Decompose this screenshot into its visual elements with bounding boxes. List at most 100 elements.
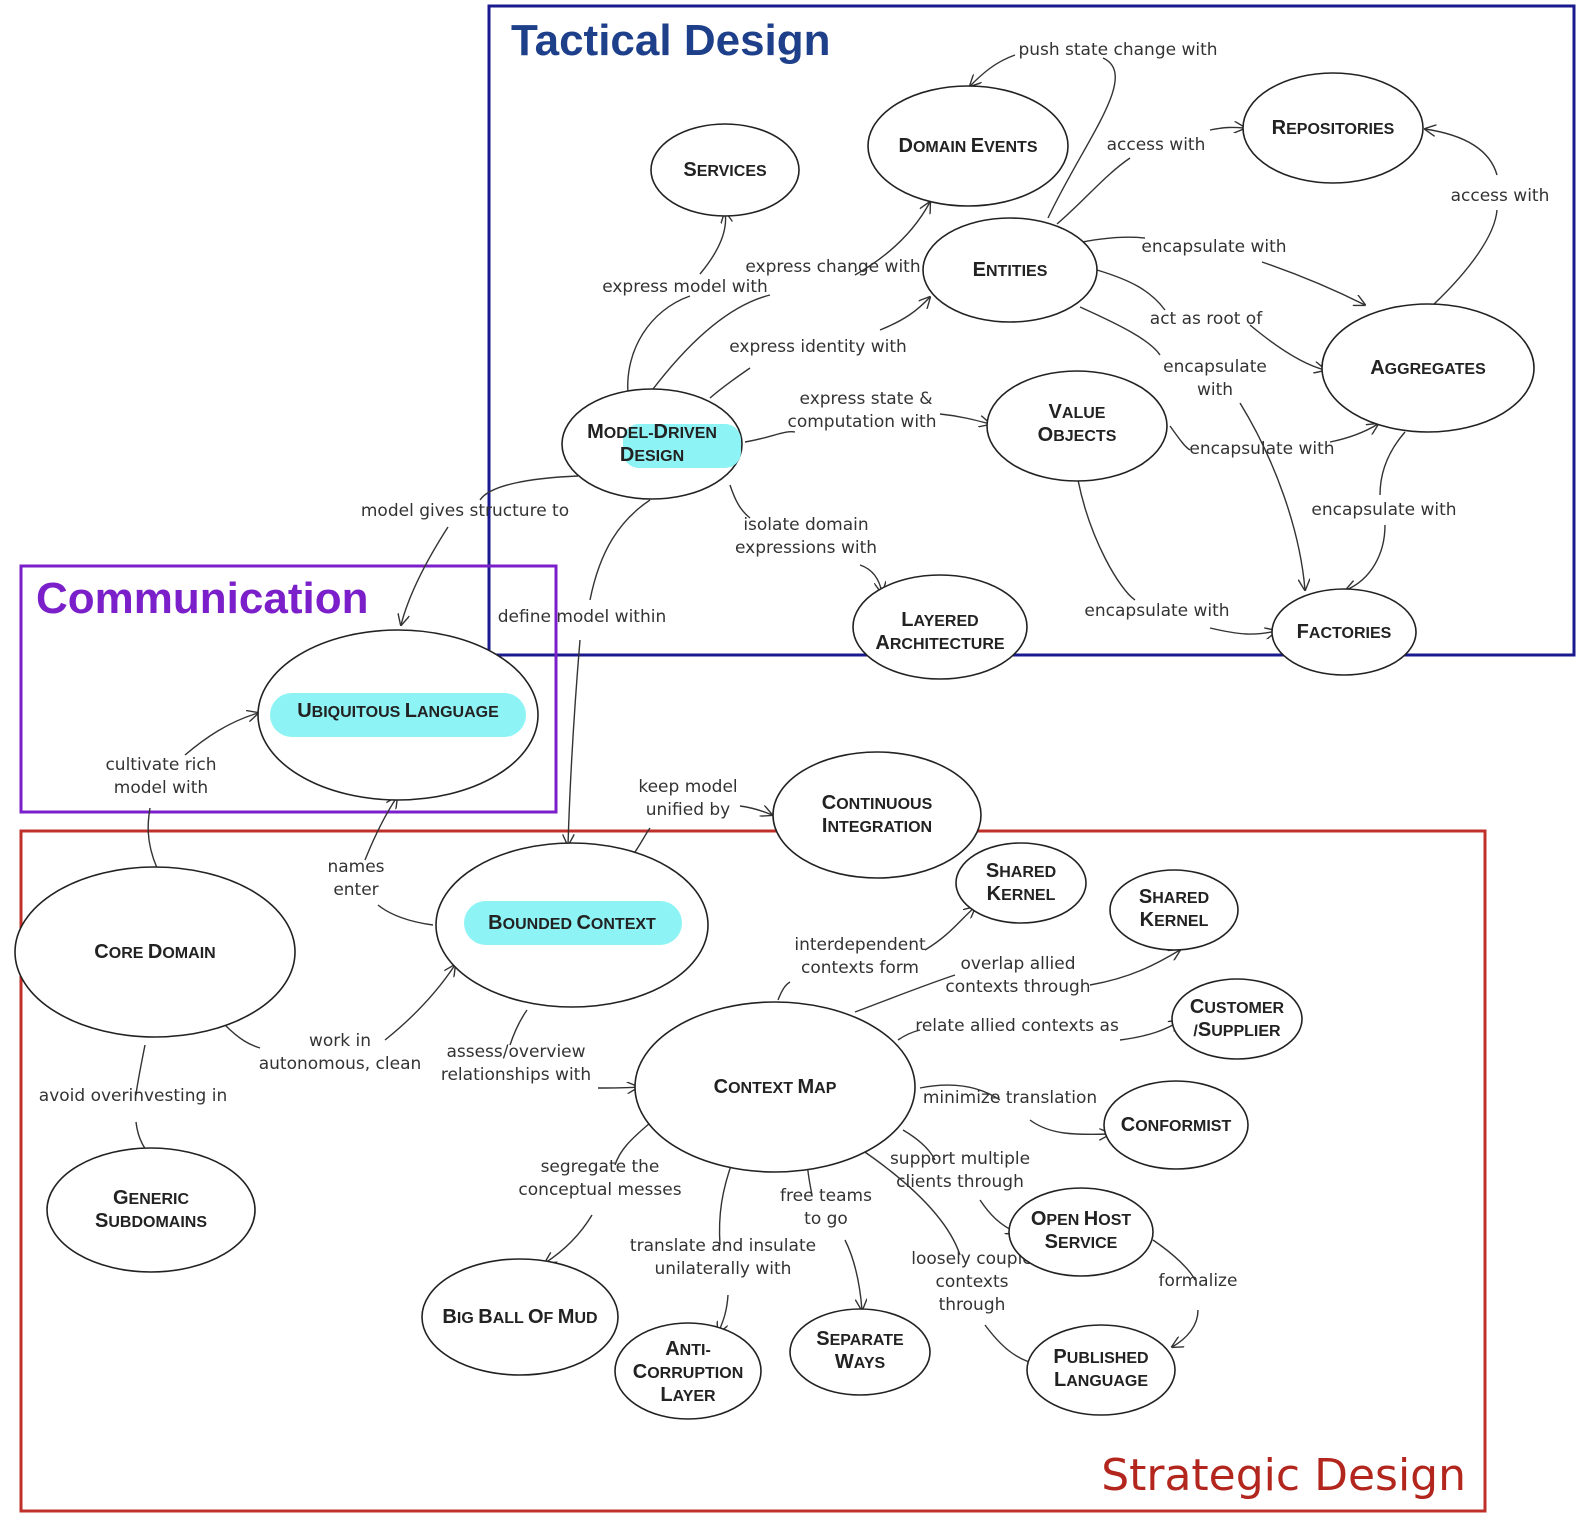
label-names-enter-line1: names	[327, 857, 384, 877]
label-express-change: express change with	[745, 257, 920, 277]
highlight-model-driven-design	[623, 424, 741, 468]
strategic-design-region	[19, 829, 1487, 1513]
edge-encapsulate-vo-factories	[1077, 479, 1136, 601]
label-segregate-line1: segregate the	[541, 1157, 660, 1177]
label-keep-model-line1: keep model	[638, 777, 737, 797]
node-big-ball-of-mud-label: BIG BALL OF MUD	[442, 1306, 597, 1328]
edge-encapsulate-vo-aggregates-2	[1329, 424, 1378, 443]
node-customer-supplier-label-2: /SUPPLIER	[1193, 1019, 1281, 1041]
node-layered-architecture: LAYERED ARCHITECTURE	[852, 574, 1028, 680]
node-layered-label-1: LAYERED	[901, 609, 978, 631]
node-value-objects: VALUE OBJECTS	[986, 370, 1168, 482]
label-minimize-translation: minimize translation	[923, 1088, 1097, 1108]
edge-names-enter-2	[364, 797, 397, 861]
edge-assess-overview	[509, 1009, 528, 1046]
edge-relate-allied-2	[1119, 1021, 1180, 1041]
node-customer-supplier: CUSTOMER /SUPPLIER	[1171, 978, 1303, 1060]
node-bounded-context: BOUNDED CONTEXT	[435, 842, 709, 1008]
edge-access-repositories-2	[1209, 127, 1245, 130]
node-services-label: SERVICES	[683, 159, 767, 181]
node-bounded-context-label: BOUNDED CONTEXT	[488, 912, 656, 934]
edge-minimize-translation-2	[1029, 1119, 1110, 1134]
node-repositories-label: REPOSITORIES	[1272, 117, 1395, 139]
edge-model-gives-structure-2	[401, 526, 449, 625]
label-keep-model-line2: unified by	[646, 800, 731, 820]
edge-encapsulate-entities-factories	[1079, 306, 1161, 356]
node-ubiquitous-language-label: UBIQUITOUS LANGUAGE	[297, 700, 499, 722]
node-acl-label-2: CORRUPTION	[633, 1361, 744, 1383]
edge-loosely-couple	[861, 1149, 961, 1256]
edge-free-teams-2	[844, 1239, 862, 1310]
label-work-in-line1: work in	[309, 1031, 371, 1051]
node-big-ball-of-mud: BIG BALL OF MUD	[421, 1258, 619, 1376]
edge-encapsulate-aggregates-factories-2	[1346, 524, 1386, 590]
node-anti-corruption-layer: ANTI- CORRUPTION LAYER	[614, 1322, 762, 1420]
label-names-enter-line2: enter	[333, 880, 378, 900]
node-separate-ways-label-1: SEPARATE	[816, 1328, 904, 1350]
node-separate-ways: SEPARATE WAYS	[789, 1308, 931, 1396]
node-ci-label-1: CONTINUOUS	[822, 792, 933, 814]
node-domain-events: DOMAIN EVENTS	[867, 85, 1069, 207]
node-shared-kernel-1-label-1: SHARED	[986, 860, 1056, 882]
node-domain-events-label: DOMAIN EVENTS	[899, 135, 1038, 157]
label-free-teams-line1: free teams	[780, 1186, 872, 1206]
label-overlap-allied-line1: overlap allied	[960, 954, 1075, 974]
label-segregate-line2: conceptual messes	[518, 1180, 681, 1200]
label-encapsulate-2-line2: with	[1197, 380, 1233, 400]
edge-push-state-change	[1047, 57, 1116, 219]
node-repositories: REPOSITORIES	[1242, 72, 1424, 184]
node-published-language-label-2: LANGUAGE	[1054, 1369, 1148, 1391]
label-act-as-root: act as root of	[1150, 309, 1263, 329]
node-generic-subdomains-label-1: GENERIC	[113, 1187, 189, 1209]
node-shared-kernel-1: SHARED KERNEL	[955, 842, 1087, 924]
label-overlap-allied-line2: contexts through	[945, 977, 1090, 997]
tactical-design-title: Tactical Design	[511, 16, 831, 65]
node-model-driven-design: MODEL-DRIVEN DESIGN	[561, 388, 743, 500]
node-value-objects-label-1: VALUE	[1049, 401, 1106, 423]
node-separate-ways-label-2: WAYS	[835, 1351, 886, 1373]
edge-work-in-2	[384, 965, 455, 1041]
label-support-multiple-line1: support multiple	[890, 1149, 1030, 1169]
node-continuous-integration: CONTINUOUS INTEGRATION	[772, 751, 982, 879]
edge-segregate	[614, 1122, 651, 1166]
edge-formalize	[1152, 1239, 1196, 1281]
nodes: SERVICES DOMAIN EVENTS REPOSITORIES ENTI…	[14, 72, 1535, 1420]
label-formalize: formalize	[1159, 1271, 1238, 1291]
label-assess-overview-line2: relationships with	[441, 1065, 591, 1085]
edge-express-identity-2	[879, 297, 930, 331]
label-encapsulate-2-line1: encapsulate	[1163, 357, 1267, 377]
node-context-map-label: CONTEXT MAP	[714, 1076, 837, 1098]
node-factories: FACTORIES	[1271, 588, 1417, 676]
edge-access-aggregates-2	[1425, 129, 1498, 176]
edge-translate-insulate	[718, 1159, 734, 1246]
label-loosely-couple-line1: loosely couple	[911, 1249, 1033, 1269]
label-loosely-couple-line2: contexts	[936, 1272, 1009, 1292]
node-conformist: CONFORMIST	[1103, 1080, 1249, 1170]
node-shared-kernel-1-label-2: KERNEL	[987, 883, 1056, 905]
edge-isolate-domain	[729, 484, 751, 519]
node-layered-label-2: ARCHITECTURE	[875, 632, 1005, 654]
edge-minimize-translation	[919, 1084, 1001, 1101]
label-isolate-domain-line1: isolate domain	[743, 515, 868, 535]
label-push-state-change: push state change with	[1018, 40, 1217, 60]
label-cultivate-rich-line2: model with	[114, 778, 208, 798]
edge-work-in	[224, 1024, 261, 1049]
communication-title: Communication	[36, 574, 368, 623]
node-generic-subdomains-label-2: SUBDOMAINS	[95, 1210, 207, 1232]
label-support-multiple-line2: clients through	[896, 1172, 1024, 1192]
label-cultivate-rich-line1: cultivate rich	[105, 755, 216, 775]
edge-express-state-2	[939, 413, 990, 424]
label-loosely-couple-line3: through	[939, 1295, 1006, 1315]
edge-express-identity	[709, 367, 751, 399]
node-ci-label-2: INTEGRATION	[822, 815, 932, 837]
edge-encapsulate-vo-factories-2	[1209, 628, 1276, 634]
edges	[135, 54, 1498, 1365]
node-open-host-service: OPEN HOST SERVICE	[1008, 1187, 1154, 1277]
edge-assess-overview-2	[597, 1087, 638, 1088]
edge-names-enter	[377, 904, 434, 926]
highlight-ubiquitous-language	[270, 693, 526, 737]
tactical-design-region	[487, 4, 1576, 657]
label-model-gives-structure: model gives structure to	[361, 501, 569, 521]
edge-interdependent-2	[924, 907, 975, 951]
